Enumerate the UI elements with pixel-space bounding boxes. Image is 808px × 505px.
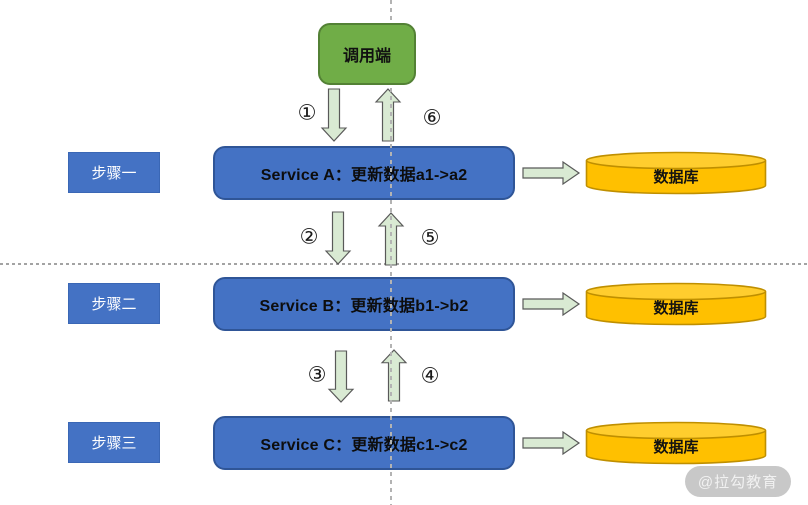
database-cylinder-1: 数据库 bbox=[585, 151, 767, 195]
step-label-3: 步骤三 bbox=[68, 422, 160, 463]
database-cylinder-3-icon bbox=[585, 421, 767, 465]
step-label-3-text: 步骤三 bbox=[91, 435, 137, 452]
right-arrow-row1-icon bbox=[522, 160, 581, 186]
down-arrow-1-icon bbox=[320, 88, 348, 142]
circled-number-1: ① bbox=[297, 101, 317, 125]
service-b-node: Service B：更新数据b1->b2 bbox=[213, 277, 515, 331]
circled-number-6: ⑥ bbox=[422, 106, 442, 130]
service-a-label: Service A：更新数据a1->a2 bbox=[260, 167, 468, 184]
down-arrow-3-icon bbox=[327, 350, 355, 403]
caller-node: 调用端 bbox=[318, 23, 416, 85]
down-arrow-2-icon bbox=[324, 211, 352, 265]
up-arrow-4-icon bbox=[380, 349, 408, 402]
circled-number-5: ⑤ bbox=[420, 226, 440, 250]
database-2-label: 数据库 bbox=[653, 300, 699, 317]
circled-number-2: ② bbox=[299, 225, 319, 249]
service-c-label: Service C：更新数据c1->c2 bbox=[260, 437, 468, 454]
database-3-label: 数据库 bbox=[653, 439, 699, 456]
database-1-label: 数据库 bbox=[653, 169, 699, 186]
right-arrow-row2-icon bbox=[522, 291, 581, 317]
database-cylinder-1-icon bbox=[585, 151, 767, 195]
database-cylinder-3: 数据库 bbox=[585, 421, 767, 465]
step-label-1: 步骤一 bbox=[68, 152, 160, 193]
step-label-1-text: 步骤一 bbox=[91, 165, 137, 182]
service-b-label: Service B：更新数据b1->b2 bbox=[259, 298, 469, 315]
caller-label: 调用端 bbox=[342, 48, 391, 65]
horizontal-dotted-line bbox=[0, 263, 808, 265]
circled-number-3: ③ bbox=[307, 363, 327, 387]
watermark-badge: @拉勾教育 bbox=[685, 466, 791, 497]
database-cylinder-2: 数据库 bbox=[585, 282, 767, 326]
circled-number-4: ④ bbox=[420, 364, 440, 388]
vertical-dashed-line bbox=[390, 0, 392, 505]
service-a-node: Service A：更新数据a1->a2 bbox=[213, 146, 515, 200]
right-arrow-row3-icon bbox=[522, 430, 581, 456]
up-arrow-6-icon bbox=[374, 88, 402, 142]
step-label-2: 步骤二 bbox=[68, 283, 160, 324]
service-c-node: Service C：更新数据c1->c2 bbox=[213, 416, 515, 470]
database-cylinder-2-icon bbox=[585, 282, 767, 326]
step-label-2-text: 步骤二 bbox=[91, 296, 137, 313]
